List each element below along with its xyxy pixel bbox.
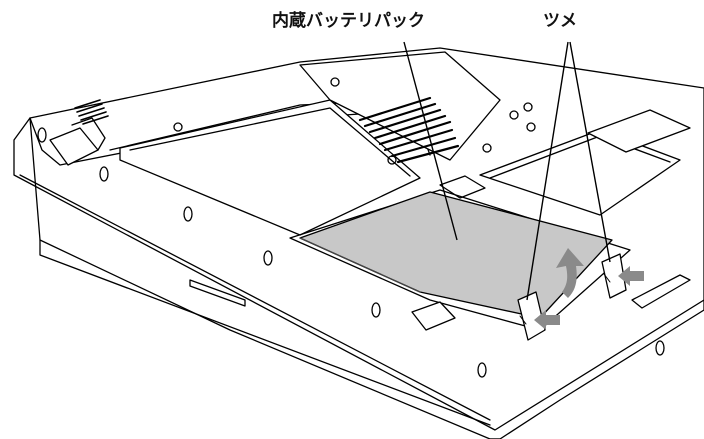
battery-leader-line — [403, 41, 458, 241]
press-arrow-left — [534, 310, 560, 330]
right-latch — [601, 253, 627, 299]
label-plate — [587, 109, 691, 153]
front-port-slot — [189, 279, 246, 307]
memory-cover-panel — [119, 99, 421, 236]
left-latch — [517, 291, 546, 341]
lift-arrow — [556, 248, 584, 298]
press-arrow-right — [618, 266, 644, 286]
laptop-front-edge — [13, 117, 704, 431]
front-right-foot — [411, 301, 456, 331]
center-vent-grille — [358, 96, 460, 164]
left-vent-grille — [74, 99, 109, 125]
tabs-leader-line-right — [569, 41, 611, 263]
arrows — [534, 248, 644, 330]
tabs-label: ツメ — [543, 11, 577, 31]
top-cover-panel — [299, 51, 501, 161]
tabs-leader-line-left — [526, 41, 569, 301]
right-cover-panel — [479, 129, 681, 216]
battery-pack-label: 内蔵バッテリパック — [272, 11, 425, 31]
